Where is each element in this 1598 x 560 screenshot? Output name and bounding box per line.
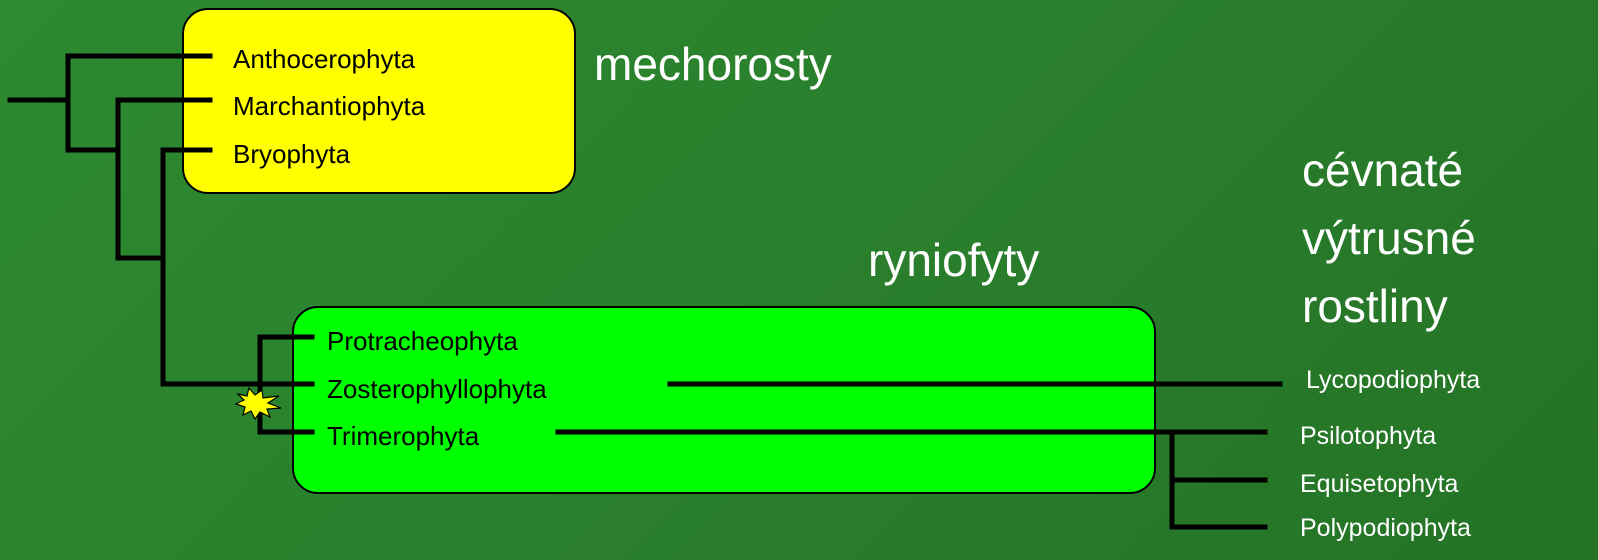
taxon-trimerophyta: Trimerophyta <box>327 421 480 451</box>
group-label-mosses: mechorosty <box>594 38 832 90</box>
mosses-box <box>182 8 576 194</box>
taxon-bryophyta: Bryophyta <box>233 139 351 169</box>
taxon-protracheophyta: Protracheophyta <box>327 326 518 356</box>
group-label-vascular-2: výtrusné <box>1302 212 1476 264</box>
taxon-lycopodiophyta: Lycopodiophyta <box>1306 366 1481 394</box>
group-label-rhyniophytes: ryniofyty <box>868 234 1040 286</box>
star-burst-icon <box>234 386 282 421</box>
taxon-zosterophyllophyta: Zosterophyllophyta <box>327 374 547 404</box>
taxon-marchantiophyta: Marchantiophyta <box>233 91 426 121</box>
group-label-vascular-1: cévnaté <box>1302 144 1464 196</box>
taxon-psilotophyta: Psilotophyta <box>1300 422 1437 450</box>
rhyniophytes-box <box>292 306 1156 494</box>
group-label-vascular-3: rostliny <box>1302 280 1448 332</box>
taxon-polypodiophyta: Polypodiophyta <box>1300 514 1471 542</box>
taxon-equisetophyta: Equisetophyta <box>1300 470 1459 498</box>
taxon-anthocerophyta: Anthocerophyta <box>233 44 416 74</box>
